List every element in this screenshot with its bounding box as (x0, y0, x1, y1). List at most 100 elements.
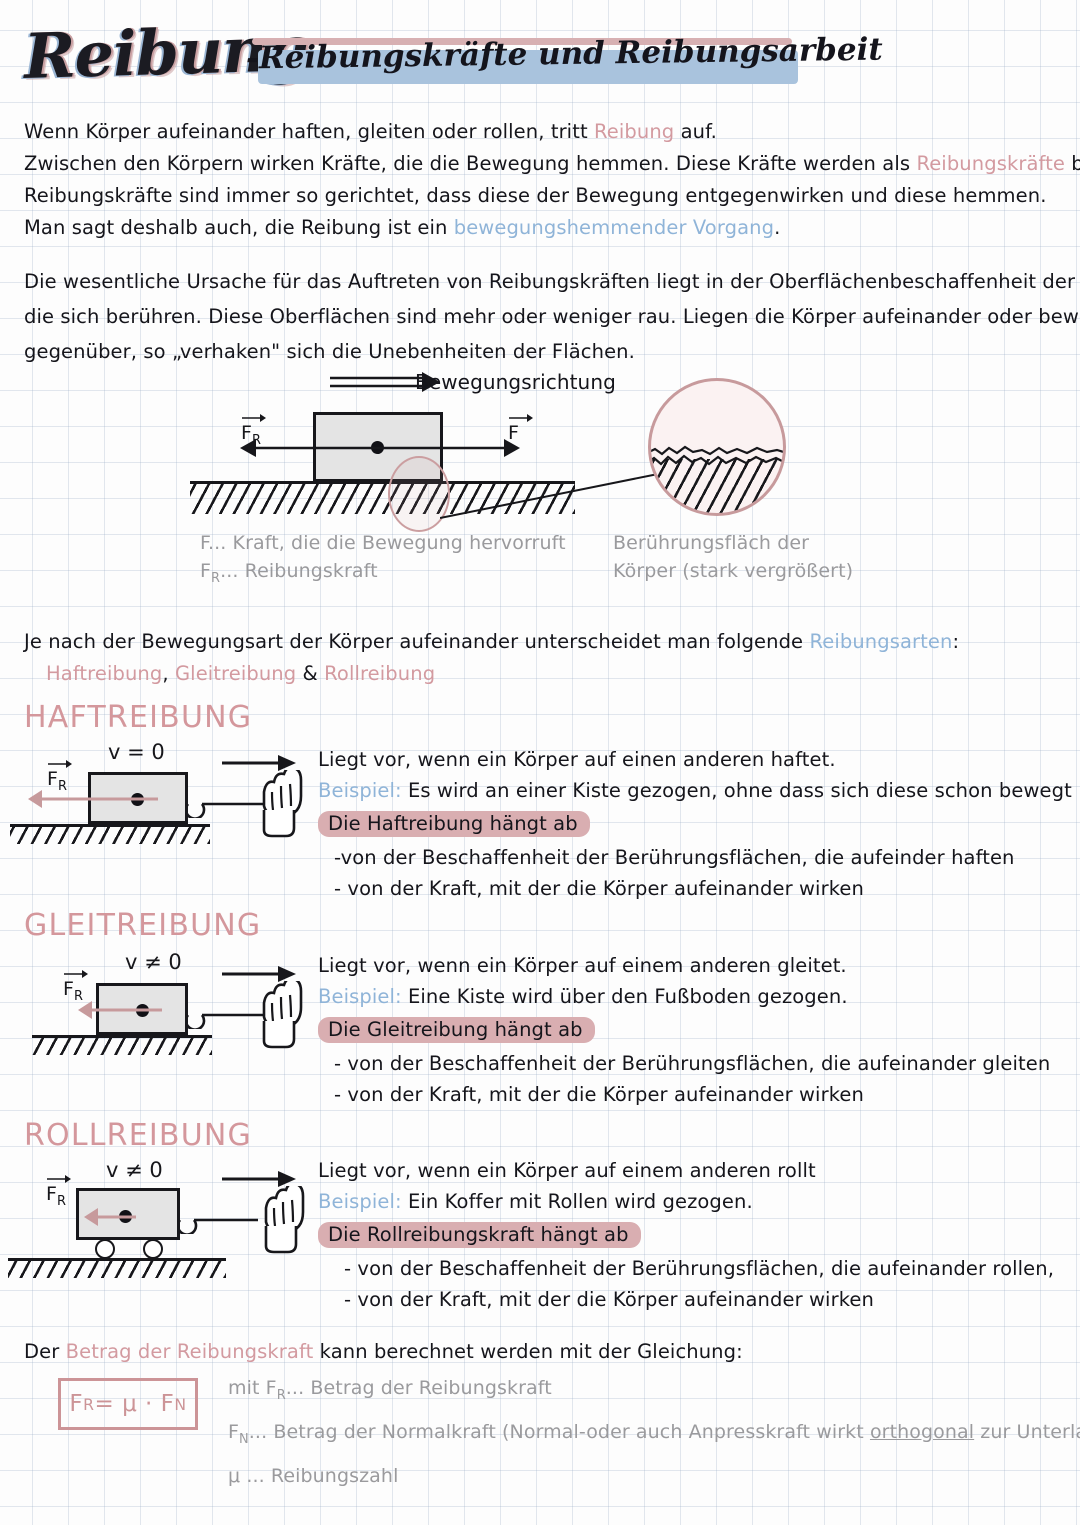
gleit-bullet-2: - von der Kraft, mit der die Körper aufe… (334, 1083, 864, 1106)
main-friction-diagram: Bewegungsrichtung FR F (0, 360, 1080, 610)
formula-intro-b: kann berechnet werden mit der Gleichung: (313, 1340, 743, 1363)
intro-line4-b: . (774, 216, 781, 239)
sep-2: & (296, 662, 325, 685)
cause-line-3: gegenüber, so „verhaken" sich die Uneben… (24, 340, 635, 363)
friction-arrow-roll-icon (84, 1208, 136, 1226)
intro-paragraph: Wenn Körper aufeinander haften, gleiten … (24, 116, 1080, 244)
fr-sub-gleit: R (73, 988, 83, 1004)
legend1-sub: R (276, 1387, 286, 1403)
magnifier-leader-line (440, 471, 669, 519)
caption-fr-text: ... Reibungskraft (220, 560, 378, 582)
types-intro-a: Je nach der Bewegungsart der Körper aufe… (24, 630, 810, 653)
legend-line-1: mit FR... Betrag der Reibungskraft (228, 1370, 1080, 1414)
vector-arrow-icon (48, 760, 72, 768)
formula-mid: = μ · F (94, 1391, 175, 1417)
label-friction-force: FR (241, 414, 266, 448)
cause-paragraph: Die wesentliche Ursache für das Auftrete… (24, 264, 1080, 369)
blue-highlight-band (258, 50, 798, 84)
types-intro-paragraph: Je nach der Bewegungsart der Körper aufe… (24, 626, 959, 690)
ground-line-gleit (32, 1035, 212, 1038)
cause-line-1: Die wesentliche Ursache für das Auftrete… (24, 270, 1080, 293)
roll-bullet-1: - von der Beschaffenheit der Berührungsf… (344, 1257, 1055, 1280)
fr-letter-gleit: F (63, 978, 74, 1000)
intro-line-3: Reibungskräfte sind immer so gerichtet, … (24, 184, 1047, 207)
velocity-label-roll: v ≠ 0 (106, 1158, 163, 1182)
keyword-betrag-reibungskraft: Betrag der Reibungskraft (65, 1340, 314, 1363)
section-heading-haftreibung: HAFTREIBUNG (24, 700, 253, 735)
types-intro-b: : (952, 630, 960, 653)
formula-legend: mit FR... Betrag der Reibungskraft FN...… (228, 1370, 1080, 1494)
label-fr-gleit: FR (63, 970, 88, 1004)
formula-fn-sub: N (174, 1394, 187, 1414)
gleit-highlight-line: Die Gleitreibung hängt ab (318, 1014, 1050, 1045)
intro-line-4: Man sagt deshalb auch, die Reibung ist e… (24, 212, 1080, 244)
caption-fr-sub: R (211, 570, 221, 586)
caption-right-2: Körper (stark vergrößert) (613, 560, 854, 582)
magnified-surface-circle (648, 378, 786, 516)
caption-fr-letter: F (200, 560, 212, 582)
haftreibung-diagram: v = 0 FR (0, 740, 310, 850)
intro-line-1: Wenn Körper aufeinander haften, gleiten … (24, 116, 1080, 148)
intro-line4-a: Man sagt deshalb auch, die Reibung ist e… (24, 216, 454, 239)
gleitreibung-diagram: v ≠ 0 FR (0, 950, 310, 1065)
ground-hatch-haft (10, 827, 210, 844)
hand-fist-icon (262, 981, 303, 1049)
vector-arrow-icon (242, 414, 266, 422)
highlight-haft: Die Haftreibung hängt ab (318, 811, 590, 837)
label-fr-roll: FR (46, 1175, 71, 1209)
fr-letter: F (241, 422, 252, 444)
vector-arrow-icon (47, 1175, 71, 1183)
legend2-b: ... Betrag der Normalkraft (Normal-oder … (248, 1420, 870, 1443)
legend2-sub: N (239, 1431, 249, 1447)
formula-fr-sub: R (83, 1394, 95, 1414)
friction-arrow-gleit-icon (78, 1001, 162, 1019)
intro-line-2: Zwischen den Körpern wirken Kräfte, die … (24, 148, 1080, 180)
wheel-right (143, 1239, 163, 1259)
rough-surface-lines-icon (651, 445, 783, 466)
vector-arrow-icon (64, 970, 88, 978)
pull-direction-arrow-icon (222, 1171, 296, 1187)
magnified-hatching (651, 459, 783, 513)
legend1-b: ... Betrag der Reibungskraft (285, 1377, 552, 1399)
ground-hatching (190, 484, 575, 514)
subtitle-dash: - (245, 40, 260, 77)
hand-fist-icon (264, 1186, 305, 1254)
ground-line-roll (8, 1258, 226, 1261)
haft-bullet-1: -von der Beschaffenheit der Berührungsfl… (334, 846, 1015, 869)
intro-line2-a: Zwischen den Körpern wirken Kräfte, die … (24, 152, 917, 175)
type-haftreibung: Haftreibung (46, 662, 163, 685)
formula-intro-line: Der Betrag der Reibungskraft kann berech… (24, 1340, 743, 1363)
example-label-roll: Beispiel: (318, 1190, 402, 1213)
keyword-bewegungshemmend: bewegungshemmender Vorgang (453, 216, 775, 239)
highlight-roll: Die Rollreibungskraft hängt ab (318, 1222, 641, 1248)
friction-arrow-haft-icon (28, 790, 158, 808)
legend2-c: zur Unterlage) (980, 1420, 1080, 1443)
intro-line1-a: Wenn Körper aufeinander haften, gleiten … (24, 120, 594, 143)
fr-sub-haft: R (57, 778, 67, 794)
haftreibung-description: Liegt vor, wenn ein Körper auf einen and… (318, 744, 1072, 904)
example-text-roll: Ein Koffer mit Rollen wird gezogen. (401, 1190, 753, 1213)
rollreibung-description: Liegt vor, wenn ein Körper auf einem and… (318, 1155, 1054, 1315)
formula-intro-a: Der (24, 1340, 66, 1363)
cause-line-2: die sich berühren. Diese Oberflächen sin… (24, 305, 1080, 328)
fr-subscript: R (251, 432, 261, 448)
rollreibung-diagram: v ≠ 0 FR (0, 1158, 310, 1278)
fr-letter-roll: F (46, 1183, 57, 1205)
label-fr-haft: FR (47, 760, 72, 794)
type-rollreibung: Rollreibung (324, 662, 436, 685)
types-intro-line-2: Haftreibung, Gleitreibung & Rollreibung (24, 658, 959, 690)
pull-direction-arrow-icon (222, 966, 296, 982)
velocity-label-haft: v = 0 (108, 740, 165, 764)
label-applied-force: F (508, 414, 533, 444)
pull-direction-arrow-icon (222, 755, 296, 771)
keyword-reibungsarten: Reibungsarten (809, 630, 953, 653)
caption-left-2: FR... Reibungskraft (200, 560, 378, 586)
gleitreibung-description: Liegt vor, wenn ein Körper auf einem and… (318, 950, 1050, 1110)
title-row: Reibung -Reibungskräfte und Reibungsarbe… (23, 12, 1064, 96)
keyword-reibungskraefte: Reibungskräfte (916, 152, 1065, 175)
pink-underline-decoration (252, 38, 792, 45)
hand-fist-icon (262, 770, 303, 838)
legend2-underline: orthogonal (869, 1420, 975, 1443)
